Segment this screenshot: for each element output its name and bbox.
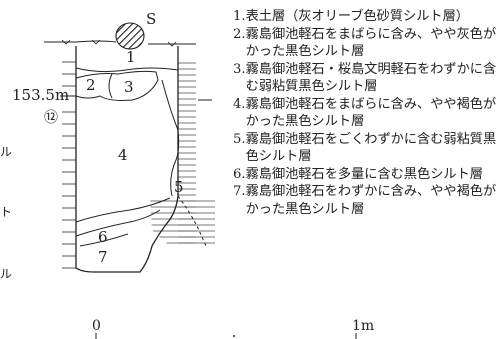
side-fragment-2: ト xyxy=(0,205,12,219)
sample-marker-label: S xyxy=(146,10,156,28)
legend-item: 6.霧島御池軽石を多量に含む黒色シルト層 xyxy=(233,166,498,184)
layer-number-4: 4 xyxy=(118,146,128,164)
layer-number-5: 5 xyxy=(174,178,184,196)
boundary-2-3-divider xyxy=(108,73,113,99)
side-fragment-3: ル xyxy=(0,267,12,281)
pit-outline xyxy=(75,46,179,273)
legend-item-text: 霧島御池軽石をわずかに含み、やや褐色がかった黒色シルト層 xyxy=(245,184,497,217)
legend-item-text: 表土層（灰オリーブ色砂質シルト層） xyxy=(245,9,469,24)
legend-item-text: 霧島御池軽石・桜島文明軽石をわずかに含む弱粘質黒色シルト層 xyxy=(245,61,497,95)
legend-item: 2.霧島御池軽石をまばらに含み、やや灰色がかった黒色シルト層 xyxy=(233,26,498,61)
dashed-extension xyxy=(177,195,207,247)
boundary-1 xyxy=(75,67,179,73)
boundary-2-3 xyxy=(75,70,159,101)
legend-item-number: 5. xyxy=(233,131,246,147)
left-wall-hatching xyxy=(62,61,76,269)
layer-number-6: 6 xyxy=(98,228,108,246)
layer-number-3: 3 xyxy=(124,78,134,96)
legend-item: 4.霧島御池軽石をまばらに含み、やや褐色がかった黒色シルト層 xyxy=(233,96,498,131)
boundary-5-lower xyxy=(75,197,171,223)
layer-legend: 1.表土層（灰オリーブ色砂質シルト層）2.霧島御池軽石をまばらに含み、やや灰色が… xyxy=(233,8,498,218)
legend-item-number: 4. xyxy=(233,96,246,112)
layer-number-1: 1 xyxy=(126,48,136,66)
legend-item: 5.霧島御池軽石をごくわずかに含む弱粘質黒色シルト層 xyxy=(233,131,498,166)
section-number-label: ⑫ xyxy=(44,110,58,126)
surface-ticks xyxy=(61,39,177,47)
legend-item-number: 3. xyxy=(233,61,246,77)
legend-item: 1.表土層（灰オリーブ色砂質シルト層） xyxy=(233,8,498,26)
boundary-4-5 xyxy=(161,79,180,197)
legend-item: 7.霧島御池軽石をわずかに含み、やや褐色がかった黒色シルト層 xyxy=(233,183,498,218)
scale-start-label: 0 xyxy=(92,318,101,334)
scale-bar: 0 1m xyxy=(92,318,374,339)
legend-item-text: 霧島御池軽石をごくわずかに含む弱粘質黒色シルト層 xyxy=(245,131,497,165)
legend-item-text: 霧島御池軽石を多量に含む黒色シルト層 xyxy=(245,166,483,182)
ground-surface xyxy=(44,40,196,45)
elevation-label: 153.5m xyxy=(12,86,69,104)
legend-item-text: 霧島御池軽石をまばらに含み、やや灰色がかった黒色シルト層 xyxy=(245,26,497,60)
lower-right-bedrock-hatching xyxy=(150,198,215,246)
legend-item-number: 2. xyxy=(233,26,246,42)
legend-item-number: 1. xyxy=(233,9,246,24)
scale-end-label: 1m xyxy=(352,318,374,334)
side-fragment-1: ル xyxy=(0,145,12,159)
boundary-6 xyxy=(75,209,161,237)
sample-stone xyxy=(115,22,145,50)
legend-item-number: 7. xyxy=(233,184,246,199)
legend-item-number: 6. xyxy=(233,166,246,182)
boundary-7 xyxy=(79,233,129,247)
layer-number-2: 2 xyxy=(86,76,96,94)
legend-item-text: 霧島御池軽石をまばらに含み、やや褐色がかった黒色シルト層 xyxy=(245,96,497,130)
layer-number-7: 7 xyxy=(98,248,108,266)
legend-item: 3.霧島御池軽石・桜島文明軽石をわずかに含む弱粘質黒色シルト層 xyxy=(233,61,498,96)
